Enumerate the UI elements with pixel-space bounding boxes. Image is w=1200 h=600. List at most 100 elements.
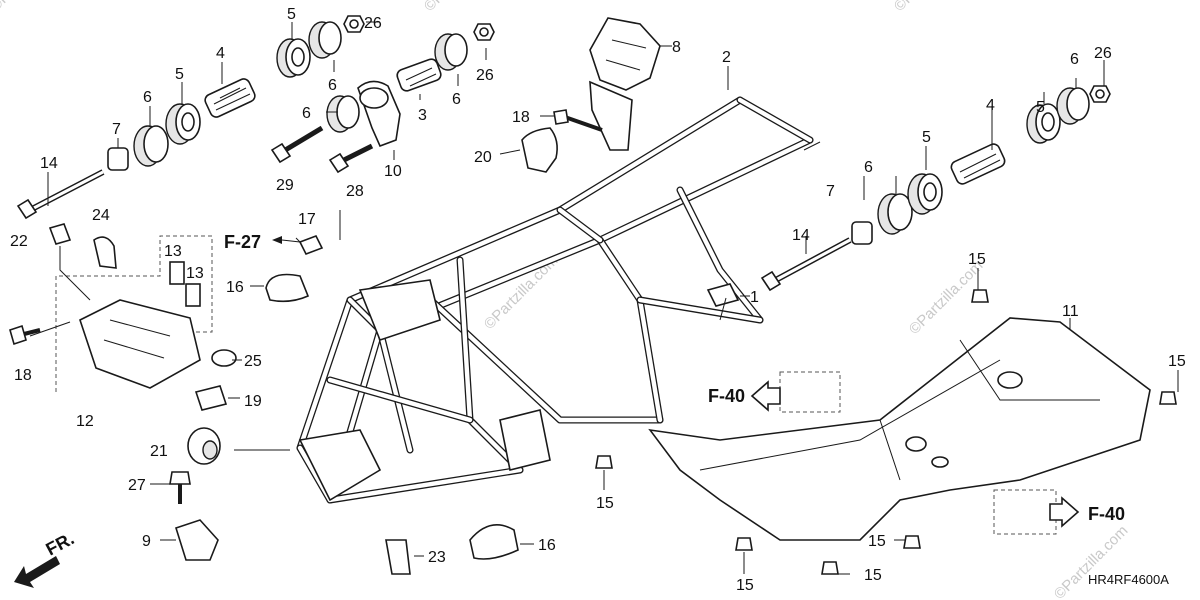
bracket-12-group: [55, 235, 213, 392]
right-mount-assembly: [760, 85, 1111, 292]
callout-7-right: 7: [826, 183, 835, 200]
washer-13b: [185, 283, 201, 307]
bearing-5-right-lower: [907, 173, 943, 215]
callout-8: 8: [672, 39, 681, 56]
callout-6-right-low: 6: [864, 159, 873, 176]
bolt-14-right: [760, 237, 852, 292]
callout-23: 23: [428, 549, 446, 566]
bearing-5-top-left: [276, 38, 311, 78]
reference-f40-right: F-40: [1088, 504, 1125, 524]
watermarks: ©Partzilla.com ©Partzilla.com ©Partzilla…: [0, 0, 1131, 600]
pinion-4-right: [950, 143, 1006, 185]
callout-2: 2: [722, 49, 731, 66]
clip-23: [385, 539, 411, 575]
callout-6-right-top: 6: [452, 91, 461, 108]
clip-25: [211, 349, 237, 367]
callout-5-right-low: 5: [922, 129, 931, 146]
reference-f40-left: F-40: [708, 386, 745, 406]
watermark: ©Partzilla.com: [1051, 522, 1132, 600]
callout-27: 27: [128, 477, 146, 494]
pinion-3: [396, 58, 442, 92]
callout-14-left: 14: [40, 155, 58, 172]
callout-5-right-up: 5: [1036, 99, 1045, 116]
callout-labels: 14 7 6 5 4 5 6 26 6 3 6 26 10 29 28 8 2 …: [10, 6, 1186, 594]
bolt-29: [270, 125, 324, 164]
callout-9: 9: [142, 533, 151, 550]
bolt-27: [169, 471, 191, 504]
band-16-lower: [469, 524, 519, 560]
clip-17: [298, 234, 324, 256]
rubber-6-right-lower: [877, 193, 913, 235]
front-direction-arrow: [14, 556, 60, 588]
clip-20: [521, 127, 558, 173]
f40-left-arrow: [750, 380, 781, 412]
bearing-5-left: [165, 103, 201, 145]
watermark: ©Partzilla.com: [891, 0, 972, 15]
callout-16-lower: 16: [538, 537, 556, 554]
bracket-8: [589, 17, 661, 151]
callout-17: 17: [298, 211, 316, 228]
callout-1: 1: [750, 289, 759, 306]
callout-29: 29: [276, 177, 294, 194]
bracket-10: [357, 80, 401, 148]
main-frame: [296, 96, 814, 504]
rubber-6-top-left: [308, 21, 342, 59]
callout-14-right: 14: [792, 227, 810, 244]
callout-4-left: 4: [216, 45, 225, 62]
rubber-6-right: [434, 33, 468, 71]
callout-26-mid: 26: [476, 67, 494, 84]
pinion-4-left: [204, 78, 256, 118]
callout-6-top: 6: [328, 77, 337, 94]
callout-4-right: 4: [986, 97, 995, 114]
clip-19: [194, 385, 228, 411]
bracket-9: [175, 519, 219, 561]
nut-26-mid: [473, 23, 495, 41]
callout-25: 25: [244, 353, 262, 370]
callout-7-left: 7: [112, 121, 121, 138]
callout-26-top-left: 26: [364, 15, 382, 32]
callout-15-bottom: 15: [864, 567, 882, 584]
leader-lines: [29, 21, 1179, 575]
grommet-21: [187, 427, 221, 465]
bolt-18-top: [553, 109, 603, 132]
f40-left-box: [779, 371, 841, 413]
reference-f27: F-27: [224, 232, 261, 252]
callout-5-left: 5: [175, 66, 184, 83]
callout-13-upper: 13: [164, 243, 182, 260]
collar-7-right: [851, 221, 873, 245]
watermark: ©Partzilla.com: [0, 0, 67, 15]
f27-arrow: [272, 236, 282, 244]
callout-18-left: 18: [14, 367, 32, 384]
bolt-28: [328, 143, 374, 174]
bolts-15: [595, 289, 1177, 575]
rubber-6-left: [133, 125, 169, 167]
callout-11: 11: [1062, 303, 1079, 320]
grommet-24: [93, 236, 117, 269]
callout-26-right: 26: [1094, 45, 1112, 62]
callout-5-top: 5: [287, 6, 296, 23]
bolt-18-left: [9, 324, 41, 346]
rubber-6-right-upper: [1056, 87, 1090, 125]
grommet-1: [706, 283, 740, 307]
callout-15-right: 15: [1168, 353, 1186, 370]
clip-22: [48, 223, 72, 245]
washer-13a: [169, 261, 185, 285]
callout-3: 3: [418, 107, 427, 124]
callout-19: 19: [244, 393, 262, 410]
callout-22: 22: [10, 233, 28, 250]
skid-plate-11: [648, 317, 1151, 541]
nut-26-right: [1089, 85, 1111, 103]
callout-21: 21: [150, 443, 168, 460]
callout-13-lower: 13: [186, 265, 204, 282]
callout-16-upper: 16: [226, 279, 244, 296]
callout-12: 12: [76, 413, 94, 430]
left-mount-assembly: [16, 15, 495, 220]
collar-7-left: [107, 147, 129, 171]
f40-right-arrow: [1049, 496, 1080, 528]
callout-15-left: 15: [596, 495, 614, 512]
callout-15-bottom-mid: 15: [868, 533, 886, 550]
callout-15-top: 15: [968, 251, 986, 268]
callout-6-right-up: 6: [1070, 51, 1079, 68]
